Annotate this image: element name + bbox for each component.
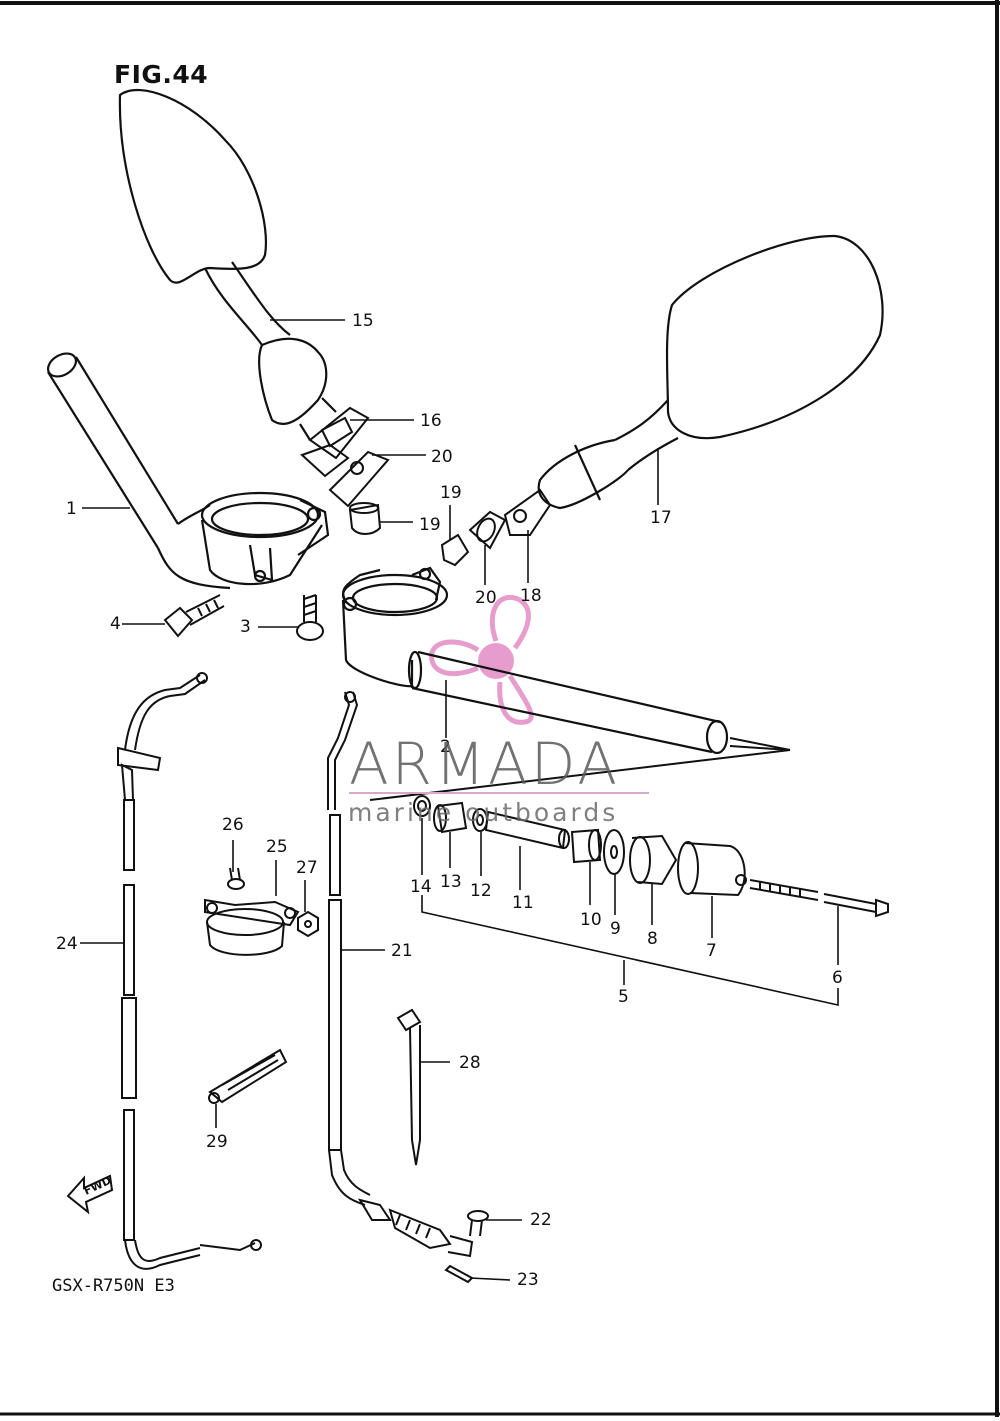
callout-9: 9	[610, 919, 621, 939]
callout-19-right: 19	[440, 483, 462, 503]
mirror-mount-plates	[300, 406, 390, 508]
cable-24	[117, 672, 262, 1270]
callout-20-right: 20	[475, 588, 497, 608]
callout-16: 16	[420, 411, 442, 431]
callout-12: 12	[470, 881, 492, 901]
figure-title: FIG.44	[114, 60, 209, 89]
clamp-25	[204, 898, 300, 956]
nut-27	[297, 910, 319, 938]
callout-8: 8	[647, 929, 658, 949]
mirror-left	[118, 88, 337, 441]
callout-10: 10	[580, 910, 602, 930]
model-label: GSX-R750N E3	[52, 1276, 175, 1296]
callout-18: 18	[520, 586, 542, 606]
callout-23: 23	[517, 1270, 539, 1290]
callout-4: 4	[110, 614, 121, 634]
callout-19-left: 19	[419, 515, 441, 535]
callout-15: 15	[352, 311, 374, 331]
watermark-brand: ARMADA	[349, 730, 621, 798]
callout-29: 29	[206, 1132, 228, 1152]
callouts: 1 2 3 4 5 6 7 8 9 10 11 12 13 14 15 16 1…	[56, 311, 843, 1290]
callout-7: 7	[706, 941, 717, 961]
callout-5: 5	[618, 987, 629, 1007]
watermark-divider	[349, 792, 649, 794]
bolt-4	[163, 594, 225, 638]
bar-end-assembly	[369, 737, 889, 918]
clamp-29	[208, 1048, 288, 1104]
pin-22	[467, 1210, 489, 1237]
callout-26: 26	[222, 815, 244, 835]
leader-lines	[80, 319, 839, 1281]
handlebar-right	[341, 566, 729, 755]
callout-13: 13	[440, 872, 462, 892]
callout-25: 25	[266, 837, 288, 857]
callout-24: 24	[56, 934, 78, 954]
callout-3: 3	[240, 617, 251, 637]
mirror-right-adapter	[468, 488, 552, 550]
cable-21	[327, 691, 474, 1258]
callout-1: 1	[66, 499, 77, 519]
fwd-arrow-icon	[66, 1174, 114, 1215]
callout-14: 14	[410, 877, 432, 897]
nut-19	[348, 502, 470, 567]
callout-27: 27	[296, 858, 318, 878]
bolt-3	[296, 594, 324, 641]
cotter-pin-23	[444, 1264, 474, 1284]
watermark-tagline: marine outboards	[348, 798, 619, 827]
mirror-right	[537, 234, 884, 510]
callout-6: 6	[832, 968, 843, 988]
screw-26	[227, 867, 245, 890]
callout-11: 11	[512, 893, 534, 913]
callout-20-left: 20	[431, 447, 453, 467]
callout-21: 21	[391, 941, 413, 961]
callout-22: 22	[530, 1210, 552, 1230]
cable-tie-28	[396, 1008, 422, 1166]
callout-28: 28	[459, 1053, 481, 1073]
watermark-propeller-icon	[429, 595, 534, 725]
callout-17: 17	[650, 508, 672, 528]
callout-2: 2	[440, 737, 451, 757]
handlebar-left	[46, 352, 330, 590]
